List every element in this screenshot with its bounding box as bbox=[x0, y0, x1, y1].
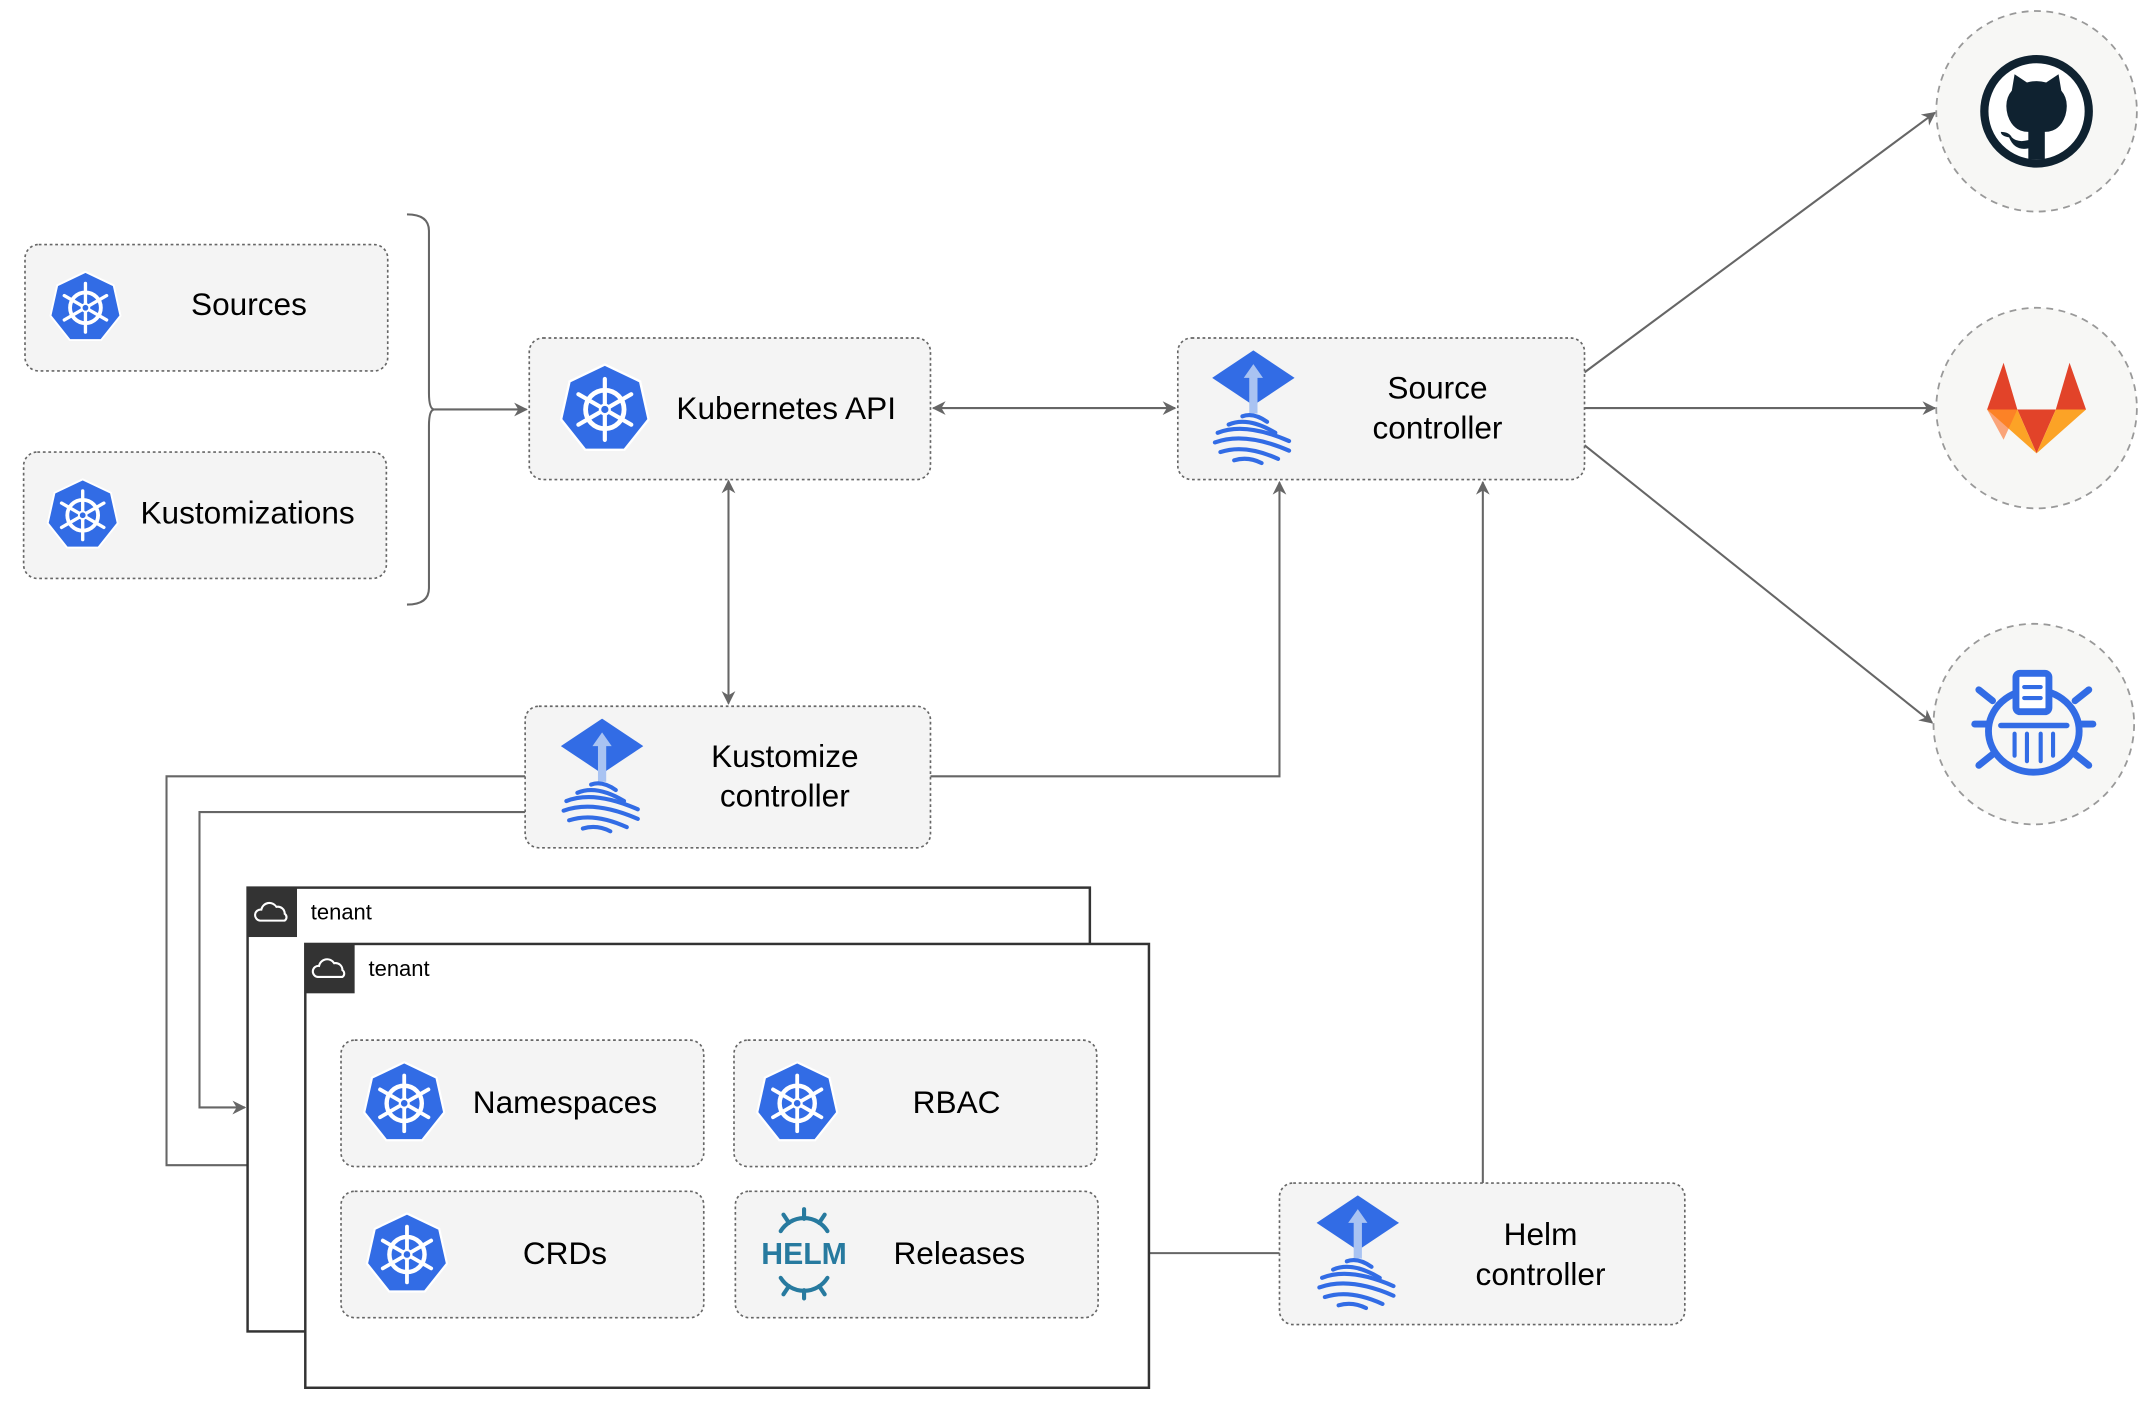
helm-icon: HELM bbox=[761, 1207, 847, 1301]
gitlab-icon bbox=[1987, 362, 2087, 454]
cloud-icon bbox=[247, 887, 298, 938]
crds-label: CRDs bbox=[523, 1235, 607, 1271]
helm-repository-icon bbox=[1971, 669, 2097, 776]
sources-node[interactable]: Sources bbox=[24, 243, 389, 372]
sources-label: Sources bbox=[191, 286, 307, 322]
edge-source-to-github bbox=[1583, 111, 1936, 374]
kustomize-controller-label-line1: Kustomize bbox=[711, 738, 858, 774]
edge-source-to-helm-repo bbox=[1583, 444, 1934, 724]
kustomizations-node[interactable]: Kustomizations bbox=[22, 451, 388, 580]
namespaces-label: Namespaces bbox=[473, 1084, 657, 1120]
rbac-node[interactable]: RBAC bbox=[733, 1039, 1098, 1168]
edge-kustomize-to-source bbox=[930, 480, 1287, 778]
source-controller-label-line2: controller bbox=[1373, 409, 1503, 445]
kubernetes-api-label: Kubernetes API bbox=[676, 390, 896, 426]
tenant-label: tenant bbox=[369, 956, 430, 981]
releases-node[interactable]: HELM Releases bbox=[734, 1190, 1099, 1319]
kustomize-controller-label-line2: controller bbox=[720, 778, 850, 814]
cloud-icon bbox=[305, 943, 355, 994]
edge-kustomize-to-tenant-front bbox=[165, 775, 526, 1173]
brace bbox=[406, 213, 435, 606]
namespaces-node[interactable]: Namespaces bbox=[340, 1039, 705, 1168]
gitlab-repository[interactable] bbox=[1935, 306, 2138, 510]
github-repository[interactable] bbox=[1935, 10, 2138, 213]
kustomizations-label: Kustomizations bbox=[140, 495, 354, 531]
helm-logo-text: HELM bbox=[761, 1238, 847, 1271]
edge-kustomize-to-tenant-back bbox=[198, 811, 526, 1115]
releases-label: Releases bbox=[893, 1235, 1025, 1271]
helm-controller-label-line2: controller bbox=[1476, 1256, 1606, 1292]
kubernetes-api-node[interactable]: Kubernetes API bbox=[528, 337, 932, 481]
kustomize-controller-node[interactable]: Kustomize controller bbox=[524, 705, 932, 849]
helm-repository[interactable] bbox=[1932, 622, 2136, 826]
helm-controller-node[interactable]: Helm controller bbox=[1278, 1182, 1686, 1326]
github-icon bbox=[1980, 54, 2093, 168]
rbac-label: RBAC bbox=[913, 1084, 1001, 1120]
source-controller-label-line1: Source bbox=[1387, 370, 1487, 406]
source-controller-node[interactable]: Source controller bbox=[1176, 337, 1586, 481]
crds-node[interactable]: CRDs bbox=[340, 1190, 705, 1319]
helm-controller-label-line1: Helm bbox=[1504, 1216, 1578, 1252]
tenant-label: tenant bbox=[311, 900, 372, 925]
